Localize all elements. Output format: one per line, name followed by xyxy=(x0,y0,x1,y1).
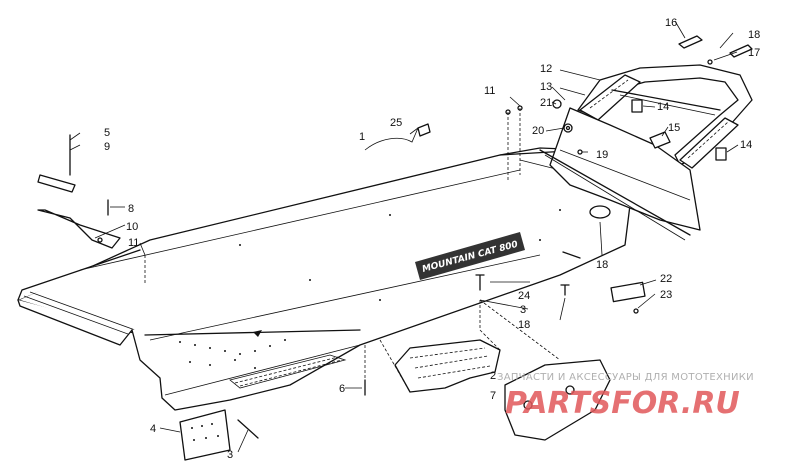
callout-18-bumper: 18 xyxy=(596,259,608,271)
callout-labels: 1 2 3 3 4 5 6 7 8 9 10 11 11 12 13 14 14… xyxy=(104,17,760,461)
callout-24: 24 xyxy=(518,290,530,302)
footrest-bracket xyxy=(504,359,611,441)
leader-lines xyxy=(69,20,739,453)
callout-12: 12 xyxy=(540,63,552,75)
callout-21: 21 xyxy=(540,97,552,109)
rivet-holes xyxy=(179,209,561,369)
callout-3-upper: 3 xyxy=(520,304,526,316)
callout-6: 6 xyxy=(339,383,345,395)
watermark: ЗАПЧАСТИ И АКСЕССУАРЫ ДЛЯ МОТОТЕХНИКИ PA… xyxy=(497,372,754,421)
callout-19: 19 xyxy=(596,149,608,161)
callout-13: 13 xyxy=(540,81,552,93)
callout-1: 1 xyxy=(359,131,365,143)
callout-4: 4 xyxy=(150,423,156,435)
callout-3-lower: 3 xyxy=(227,449,233,461)
callout-25: 25 xyxy=(390,117,402,129)
watermark-logo: PARTSFOR.RU xyxy=(505,386,740,421)
callout-23: 23 xyxy=(660,289,672,301)
callout-14-lower: 14 xyxy=(740,139,752,151)
tunnel-assembly xyxy=(17,147,631,411)
callout-14-upper: 14 xyxy=(657,101,669,113)
plate-holes xyxy=(191,423,219,441)
step-plate xyxy=(394,339,501,393)
callout-22: 22 xyxy=(660,273,672,285)
hardware-parts xyxy=(37,35,753,461)
callout-15: 15 xyxy=(668,122,680,134)
callout-7: 7 xyxy=(490,390,496,402)
callout-18-top: 18 xyxy=(748,29,760,41)
watermark-tagline: ЗАПЧАСТИ И АКСЕССУАРЫ ДЛЯ МОТОТЕХНИКИ xyxy=(497,372,754,383)
callout-9: 9 xyxy=(104,141,110,153)
snow-flap xyxy=(539,107,701,241)
side-traction-pattern xyxy=(229,354,347,389)
callout-10: 10 xyxy=(126,221,138,233)
callout-17: 17 xyxy=(748,47,760,59)
callout-2: 2 xyxy=(490,370,496,382)
callout-8: 8 xyxy=(128,203,134,215)
callout-18-bolt: 18 xyxy=(518,319,530,331)
callout-16: 16 xyxy=(665,17,677,29)
rear-bumper-assembly xyxy=(577,64,753,169)
callout-11-left: 11 xyxy=(128,237,139,249)
callout-11-top: 11 xyxy=(484,85,495,97)
callout-5: 5 xyxy=(104,127,110,139)
callout-20: 20 xyxy=(532,125,544,137)
